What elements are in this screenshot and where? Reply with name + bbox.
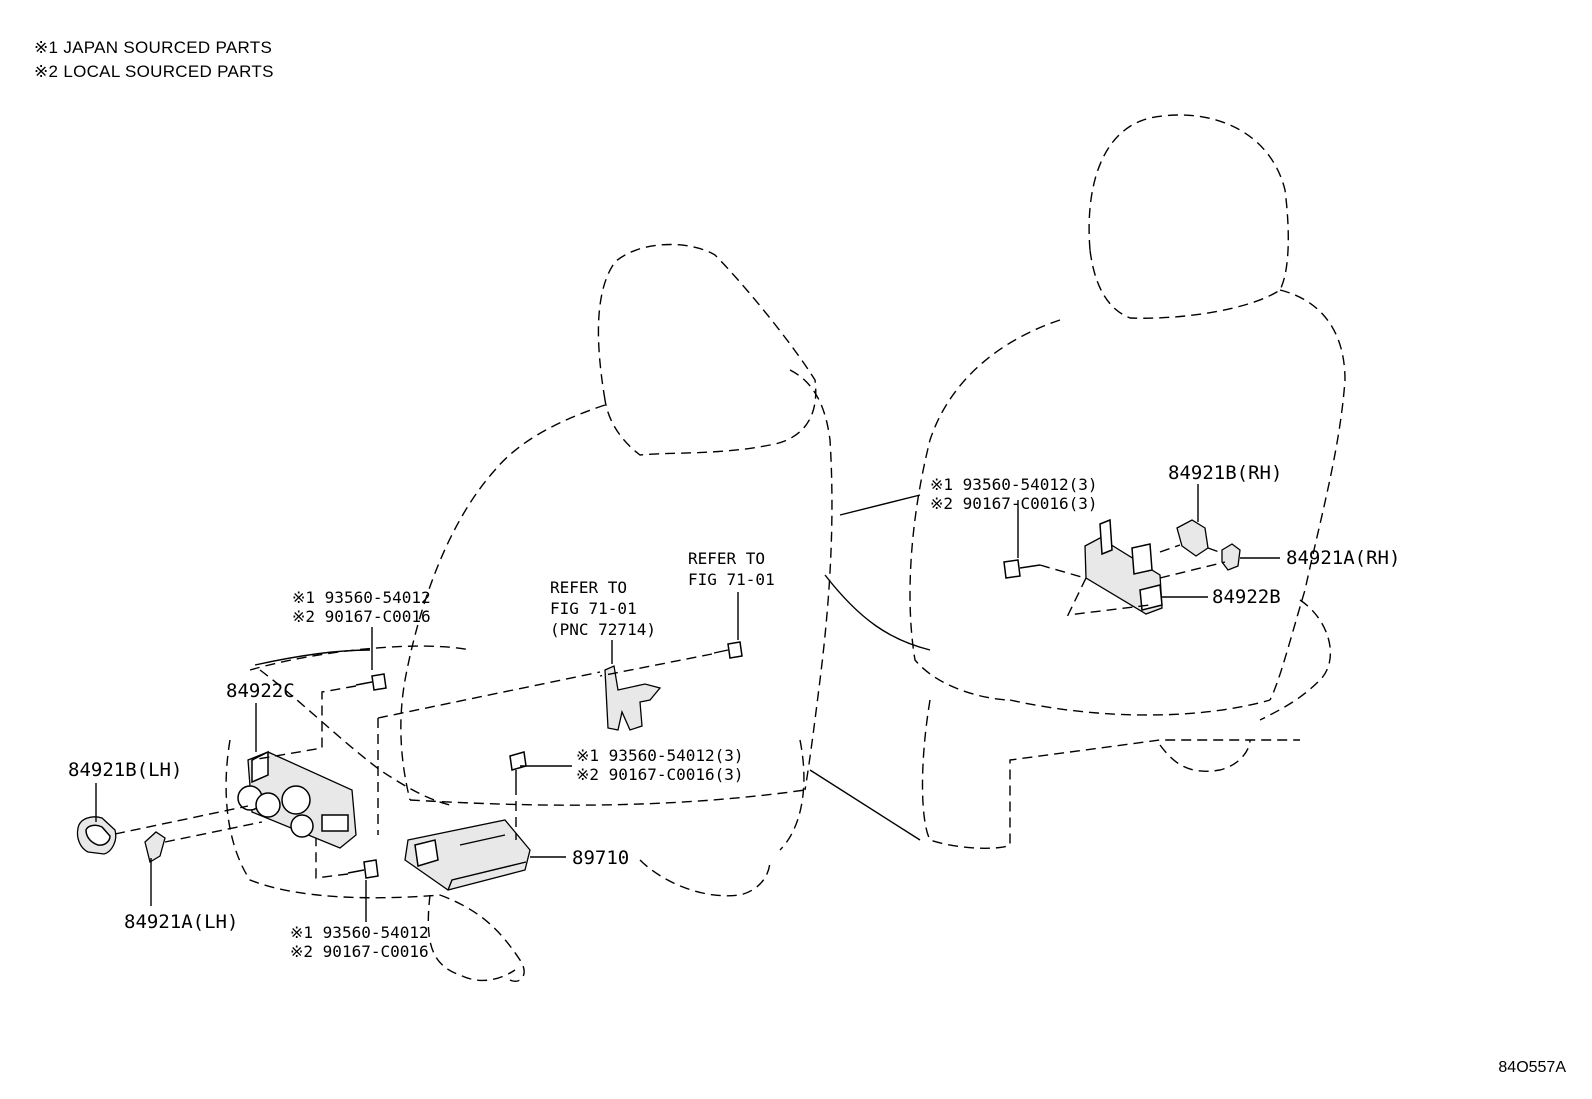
label-89710: 89710 — [572, 847, 629, 869]
label-84921B-LH: 84921B(LH) — [68, 759, 182, 781]
label-84922C: 84922C — [226, 680, 295, 702]
left-seat-outline — [225, 243, 833, 982]
refer1-line2: FIG 71-01 — [550, 599, 637, 618]
screw-mid-label-1: ※1 93560-54012(3) — [576, 746, 744, 765]
screw-bottom-label-1: ※1 93560-54012 — [290, 923, 429, 942]
refer1-line3: (PNC 72714) — [550, 620, 656, 639]
screw-middle — [509, 751, 527, 785]
screw-top-left-label-2: ※2 90167-C0016 — [292, 607, 431, 626]
knob-84921B-RH — [1176, 519, 1209, 557]
switch-assembly-84922C — [237, 750, 357, 849]
screw-right-label-1: ※1 93560-54012(3) — [930, 475, 1098, 494]
refer1-line1: REFER TO — [550, 578, 627, 597]
label-84921A-RH: 84921A(RH) — [1286, 547, 1400, 569]
refer2-line1: REFER TO — [688, 549, 765, 568]
diagram-code: 84O557A — [1498, 1059, 1566, 1076]
screw-top-left-label-1: ※1 93560-54012 — [292, 588, 431, 607]
switch-base-84922B — [1084, 518, 1163, 615]
legend-local-sourced: ※2 LOCAL SOURCED PARTS — [34, 62, 274, 81]
refer2-line2: FIG 71-01 — [688, 570, 775, 589]
screw-right-label-2: ※2 90167-C0016(3) — [930, 494, 1098, 513]
screw-top-right — [713, 641, 743, 659]
label-84922B: 84922B — [1212, 586, 1281, 608]
screw-mid-label-2: ※2 90167-C0016(3) — [576, 765, 744, 784]
legend-japan-sourced: ※1 JAPAN SOURCED PARTS — [34, 38, 273, 57]
leader-lines — [95, 484, 1280, 922]
knob-84921B-LH — [76, 816, 117, 855]
knob-84921A-RH — [1221, 543, 1241, 571]
right-seat-outline — [809, 114, 1346, 849]
seat-bracket — [604, 665, 662, 731]
label-84921A-LH: 84921A(LH) — [124, 911, 238, 933]
right-assembly-lines — [1039, 544, 1226, 616]
screw-top-left — [355, 673, 387, 691]
screw-bottom-label-2: ※2 90167-C0016 — [290, 942, 429, 961]
ecu-89710 — [404, 819, 531, 891]
left-assembly-lines — [114, 653, 713, 879]
knob-84921A-LH — [144, 831, 166, 864]
label-84921B-RH: 84921B(RH) — [1168, 462, 1282, 484]
screw-bottom-left — [347, 859, 379, 879]
screw-right — [1003, 559, 1041, 579]
